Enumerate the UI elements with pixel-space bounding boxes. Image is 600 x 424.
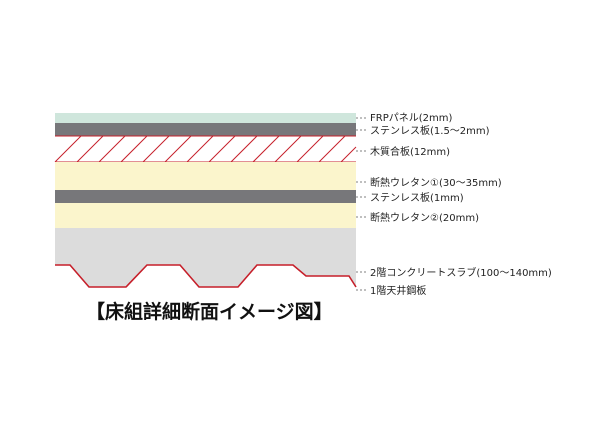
plywood-hatch-line — [164, 135, 192, 163]
plywood-hatch-line — [98, 135, 126, 163]
label-plywood: 木質合板(12mm) — [370, 145, 450, 158]
plywood-hatch-line — [142, 135, 170, 163]
label-urethane-1: 断熱ウレタン①(30〜35mm) — [370, 176, 502, 189]
steel-deck-line — [55, 264, 357, 288]
plywood-hatch-line — [252, 135, 280, 163]
label-stainless-1: ステンレス板(1.5〜2mm) — [370, 124, 490, 137]
label-urethane-2: 断熱ウレタン②(20mm) — [370, 211, 479, 224]
urethane-layer-1 — [55, 162, 356, 190]
label-frp-panel: FRPパネル(2mm) — [370, 112, 452, 124]
concrete-slab-layer — [55, 228, 356, 287]
plywood-hatch-line — [186, 135, 214, 163]
plywood-hatch-line — [54, 135, 82, 163]
plywood-hatch-line — [274, 135, 302, 163]
diagram-title: 【床組詳細断面イメージ図】 — [86, 300, 333, 323]
plywood-hatch-line — [230, 135, 258, 163]
frp-panel-layer — [55, 113, 356, 123]
plywood-hatch-line — [76, 135, 104, 163]
plywood-hatch-line — [296, 135, 324, 163]
stainless-layer-2 — [55, 190, 356, 203]
label-stainless-2: ステンレス板(1mm) — [370, 191, 464, 204]
urethane-layer-2 — [55, 203, 356, 228]
label-ceiling-steel: 1階天井鋼板 — [370, 284, 426, 297]
stainless-layer-1 — [55, 123, 356, 136]
plywood-hatch-line — [318, 135, 346, 163]
plywood-hatch-line — [120, 135, 148, 163]
plywood-layer — [54, 135, 357, 163]
label-concrete-slab: 2階コンクリートスラブ(100〜140mm) — [370, 266, 552, 279]
plywood-hatch-line — [340, 146, 357, 163]
plywood-hatch-line — [208, 135, 236, 163]
leader-lines — [356, 117, 368, 291]
